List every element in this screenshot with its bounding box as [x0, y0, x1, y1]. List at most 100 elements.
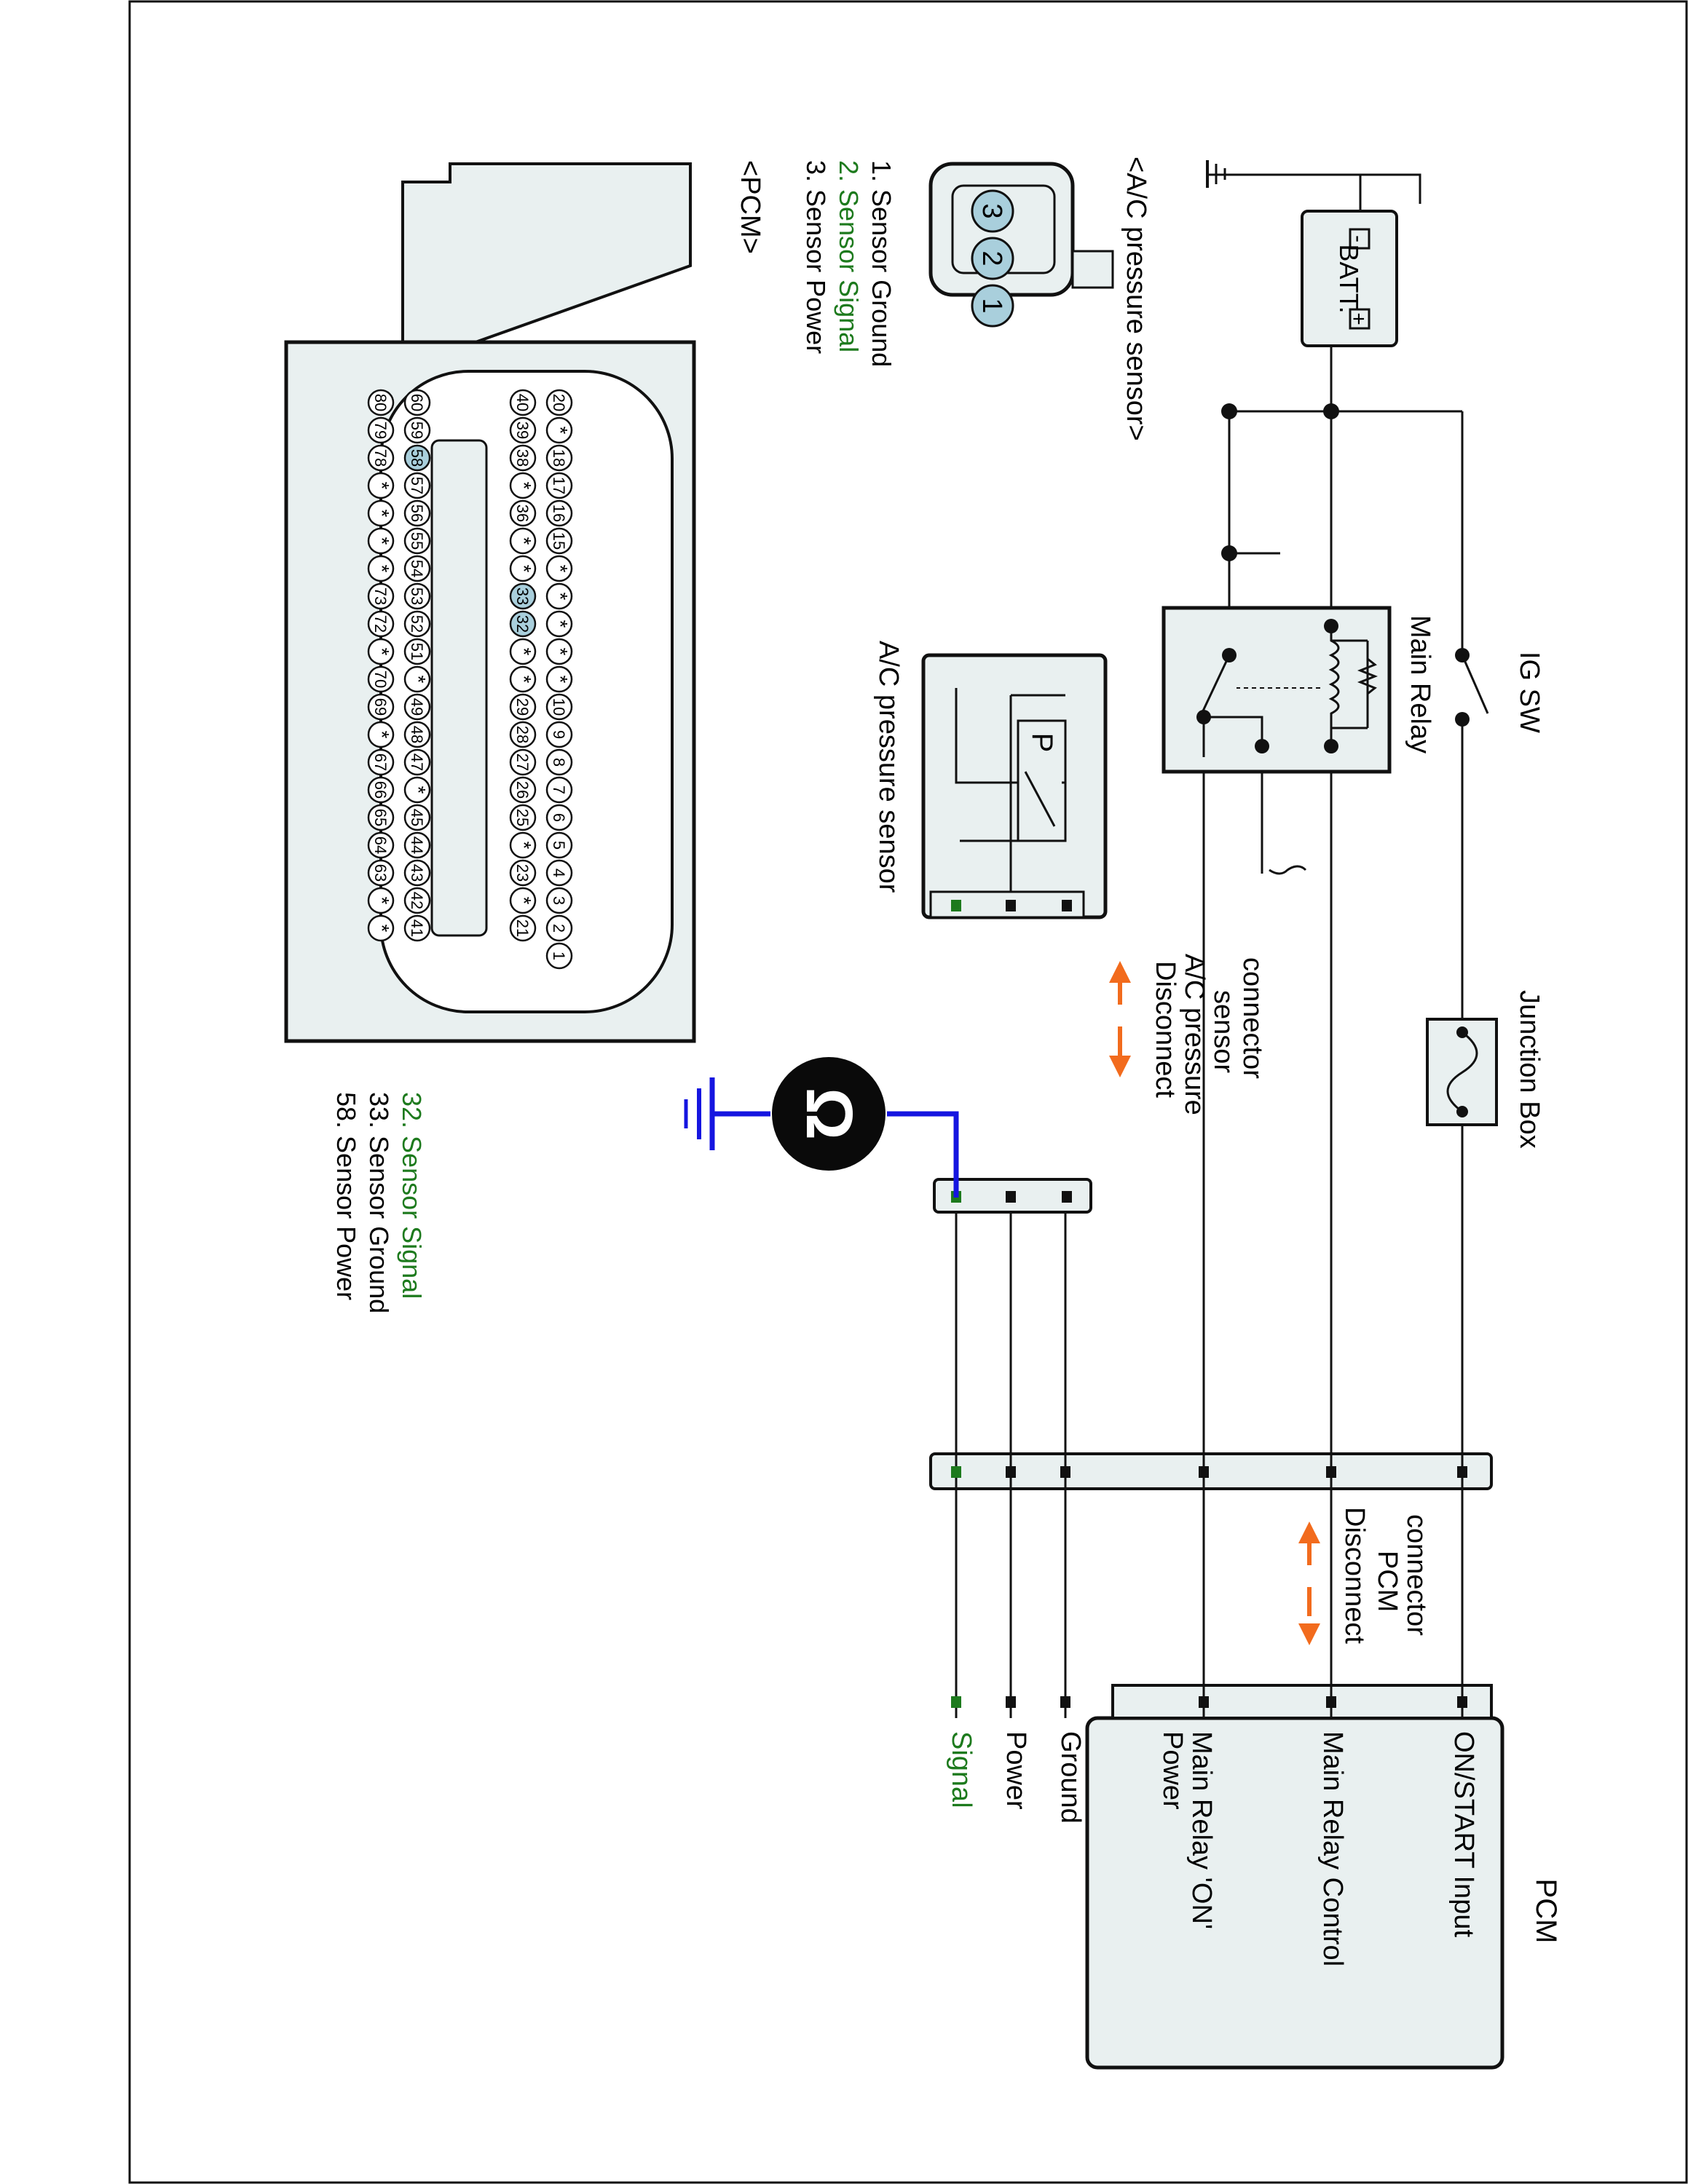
pcm-title: PCM	[1530, 1879, 1562, 1944]
pcm-pin-number: 70	[371, 670, 390, 688]
pcm-pin-label: Ground	[1055, 1731, 1086, 1824]
pcm-pin	[545, 582, 573, 610]
pcm-pin-number: 57	[408, 477, 426, 494]
pcm-pin-number: 27	[513, 753, 532, 771]
pcm-legend-item: 33. Sensor Ground	[364, 1092, 394, 1313]
pcm-pin-number: *	[371, 925, 393, 933]
disconnect-pcm-line: connector	[1401, 1514, 1432, 1636]
pcm-pin-number: 43	[408, 864, 426, 882]
pcm-pin	[545, 638, 573, 665]
pcm-pin	[403, 389, 431, 416]
pcm-pin	[509, 831, 537, 859]
pcm-pin-number: 36	[513, 505, 532, 522]
pcm-pin	[509, 804, 537, 831]
pcm-pin-number: 33	[513, 587, 532, 605]
sensor-legend-item-signal: 2. Sensor Signal	[834, 160, 864, 352]
pcm-pin-number: 23	[513, 864, 532, 882]
pcm-pin-number: *	[513, 537, 535, 545]
pcm-pin-number: 66	[371, 781, 390, 799]
sensor-pin-2	[971, 237, 1014, 280]
pcm-pin	[403, 416, 431, 444]
pcm-pin	[509, 555, 537, 582]
pcm-pin-number: *	[513, 565, 535, 573]
pcm-pin	[509, 582, 537, 610]
pcm-pin	[367, 472, 395, 499]
pcm-connector-title: <PCM>	[735, 160, 765, 254]
pcm-pin-number: 17	[550, 477, 568, 494]
pcm-pin-number: *	[371, 731, 393, 739]
junction-dots	[1221, 403, 1339, 561]
pcm-pin-number: 54	[408, 560, 426, 577]
pcm-pin-number: 2	[550, 924, 568, 933]
pcm-pin	[403, 610, 431, 638]
pcm-pin	[403, 472, 431, 499]
ig-switch: IG SW	[1455, 648, 1545, 733]
sensor-pin-number: 1	[977, 298, 1007, 313]
pcm-pin	[509, 638, 537, 665]
pcm-pin	[367, 527, 395, 555]
pcm-pin	[509, 610, 537, 638]
pcm-pin	[509, 472, 537, 499]
pcm-pin-number: 60	[408, 394, 426, 411]
junction-box-label: Junction Box	[1514, 990, 1545, 1149]
pcm-pin	[367, 914, 395, 942]
pcm-pin-number: *	[513, 842, 535, 850]
pcm-pin-number: 67	[371, 753, 390, 771]
pcm-pin	[509, 748, 537, 776]
pcm-pin-number: *	[549, 565, 572, 573]
pcm-pin	[509, 776, 537, 804]
pcm-pin	[545, 831, 573, 859]
disconnect-sensor-line: Disconnect	[1150, 961, 1180, 1098]
pcm-pin-number: 51	[408, 643, 426, 660]
pcm-pin	[367, 693, 395, 721]
pcm-pin	[403, 859, 431, 887]
pcm-pin	[545, 389, 573, 416]
pcm-connector-latch	[401, 162, 692, 344]
pcm-pin	[509, 721, 537, 748]
pcm-pin-number: 3	[550, 896, 568, 905]
pcm-pin-label-signal: Signal	[946, 1731, 977, 1808]
pcm-pin	[545, 748, 573, 776]
ohm-symbol: Ω	[792, 1088, 865, 1140]
sensor-schematic-label: A/C pressure sensor	[873, 641, 904, 893]
pcm-connector-header	[1111, 1684, 1493, 1720]
battery: - + BATT.	[1206, 160, 1398, 347]
pcm-pin-number: *	[371, 537, 393, 545]
pcm-pin-number: 28	[513, 726, 532, 743]
pcm-pin-number: 25	[513, 809, 532, 826]
pcm-pin-number: 8	[550, 758, 568, 767]
pcm-pin-number: *	[513, 897, 535, 905]
pcm-pin	[367, 776, 395, 804]
pcm-pin	[367, 499, 395, 527]
relay-coil	[1328, 626, 1340, 746]
pcm-pin-number: 63	[371, 864, 390, 882]
pcm-pin	[403, 638, 431, 665]
pcm-pin	[545, 610, 573, 638]
pcm-pin	[367, 582, 395, 610]
pcm-pin	[367, 416, 395, 444]
sensor-pin-1	[971, 284, 1014, 328]
pcm-pin-number: 80	[371, 394, 390, 411]
pcm-pin	[403, 887, 431, 914]
pcm-pin	[367, 555, 395, 582]
pcm-module: PCM ON/START Input Main Relay Control Ma…	[946, 1684, 1562, 2070]
pcm-pin	[545, 472, 573, 499]
sensor-element	[1017, 719, 1067, 842]
pcm-header-pins	[951, 1466, 1467, 1708]
pcm-pin	[367, 804, 395, 831]
page-frame	[128, 0, 1688, 2184]
pcm-pin	[403, 665, 431, 693]
pcm-pin	[403, 693, 431, 721]
disconnect-sensor-line: A/C pressure	[1179, 954, 1210, 1115]
pcm-pin	[367, 748, 395, 776]
pcm-pin-label: Power	[1001, 1731, 1031, 1810]
disconnect-pcm-line: Disconnect	[1339, 1507, 1370, 1644]
ohmmeter: Ω	[684, 1057, 959, 1198]
disconnect-pcm-arrow: Disconnect PCM connector	[1298, 1507, 1432, 1645]
pcm-pin-label: ON/START Input	[1448, 1731, 1479, 1937]
main-relay: Main Relay	[1162, 606, 1435, 875]
pcm-pin-number: 4	[550, 869, 568, 877]
pcm-pin-number: 48	[408, 726, 426, 743]
pcm-pin-number: 42	[408, 892, 426, 909]
